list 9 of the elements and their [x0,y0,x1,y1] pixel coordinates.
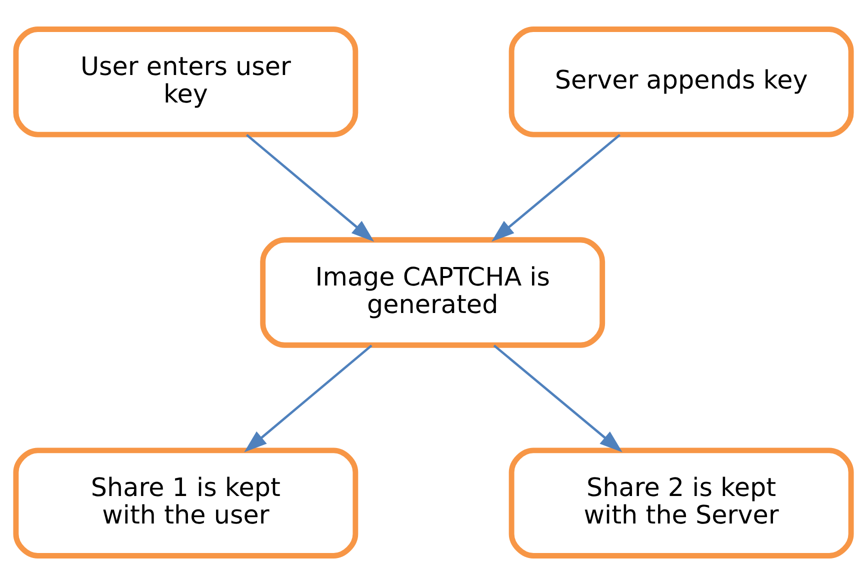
arrow [493,344,622,452]
arrow [246,133,374,242]
node-box: Image CAPTCHA is generated [260,236,606,348]
node-box: Server appends key [508,26,854,137]
node-box: Share 2 is kept with the Server [508,447,854,558]
node-box: User enters user key [13,26,358,137]
node-box: Share 1 is kept with the user [13,447,358,558]
arrow [244,344,372,452]
arrow [491,133,621,242]
